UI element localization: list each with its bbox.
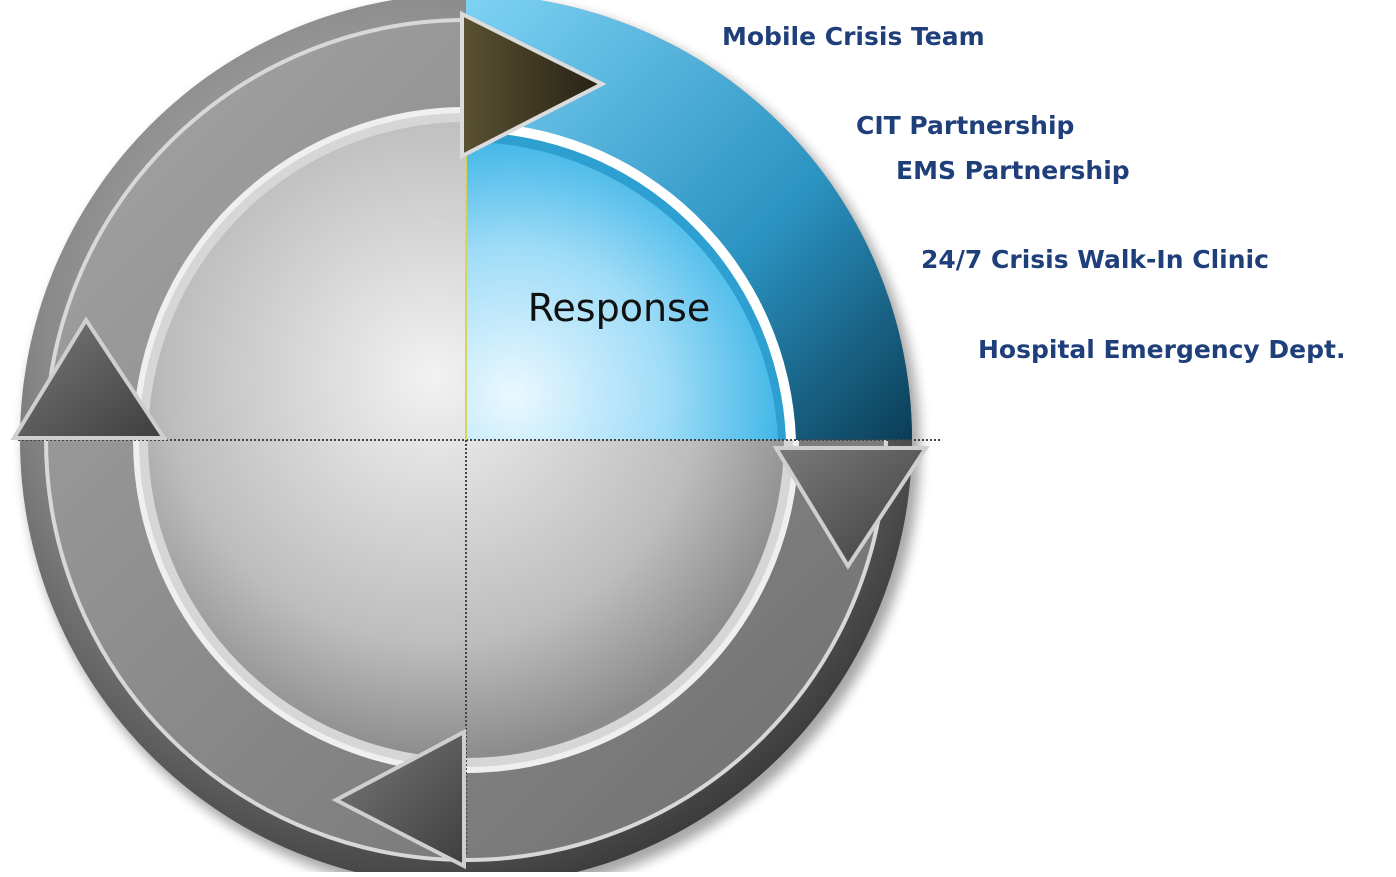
- bottom-arrowhead: [331, 728, 466, 870]
- quadrant-label-response: Response: [528, 286, 711, 330]
- top-arrowhead: [460, 10, 607, 160]
- left-arrowhead: [10, 316, 168, 440]
- item-crisis-walk-in-clinic: 24/7 Crisis Walk-In Clinic: [921, 245, 1269, 274]
- item-ems-partnership: EMS Partnership: [896, 156, 1130, 185]
- item-mobile-crisis-team: Mobile Crisis Team: [722, 22, 985, 51]
- right-arrowhead: [772, 446, 930, 570]
- response-quadrant: [466, 141, 778, 440]
- item-cit-partnership: CIT Partnership: [856, 111, 1075, 140]
- item-hospital-emergency-dept: Hospital Emergency Dept.: [978, 335, 1346, 364]
